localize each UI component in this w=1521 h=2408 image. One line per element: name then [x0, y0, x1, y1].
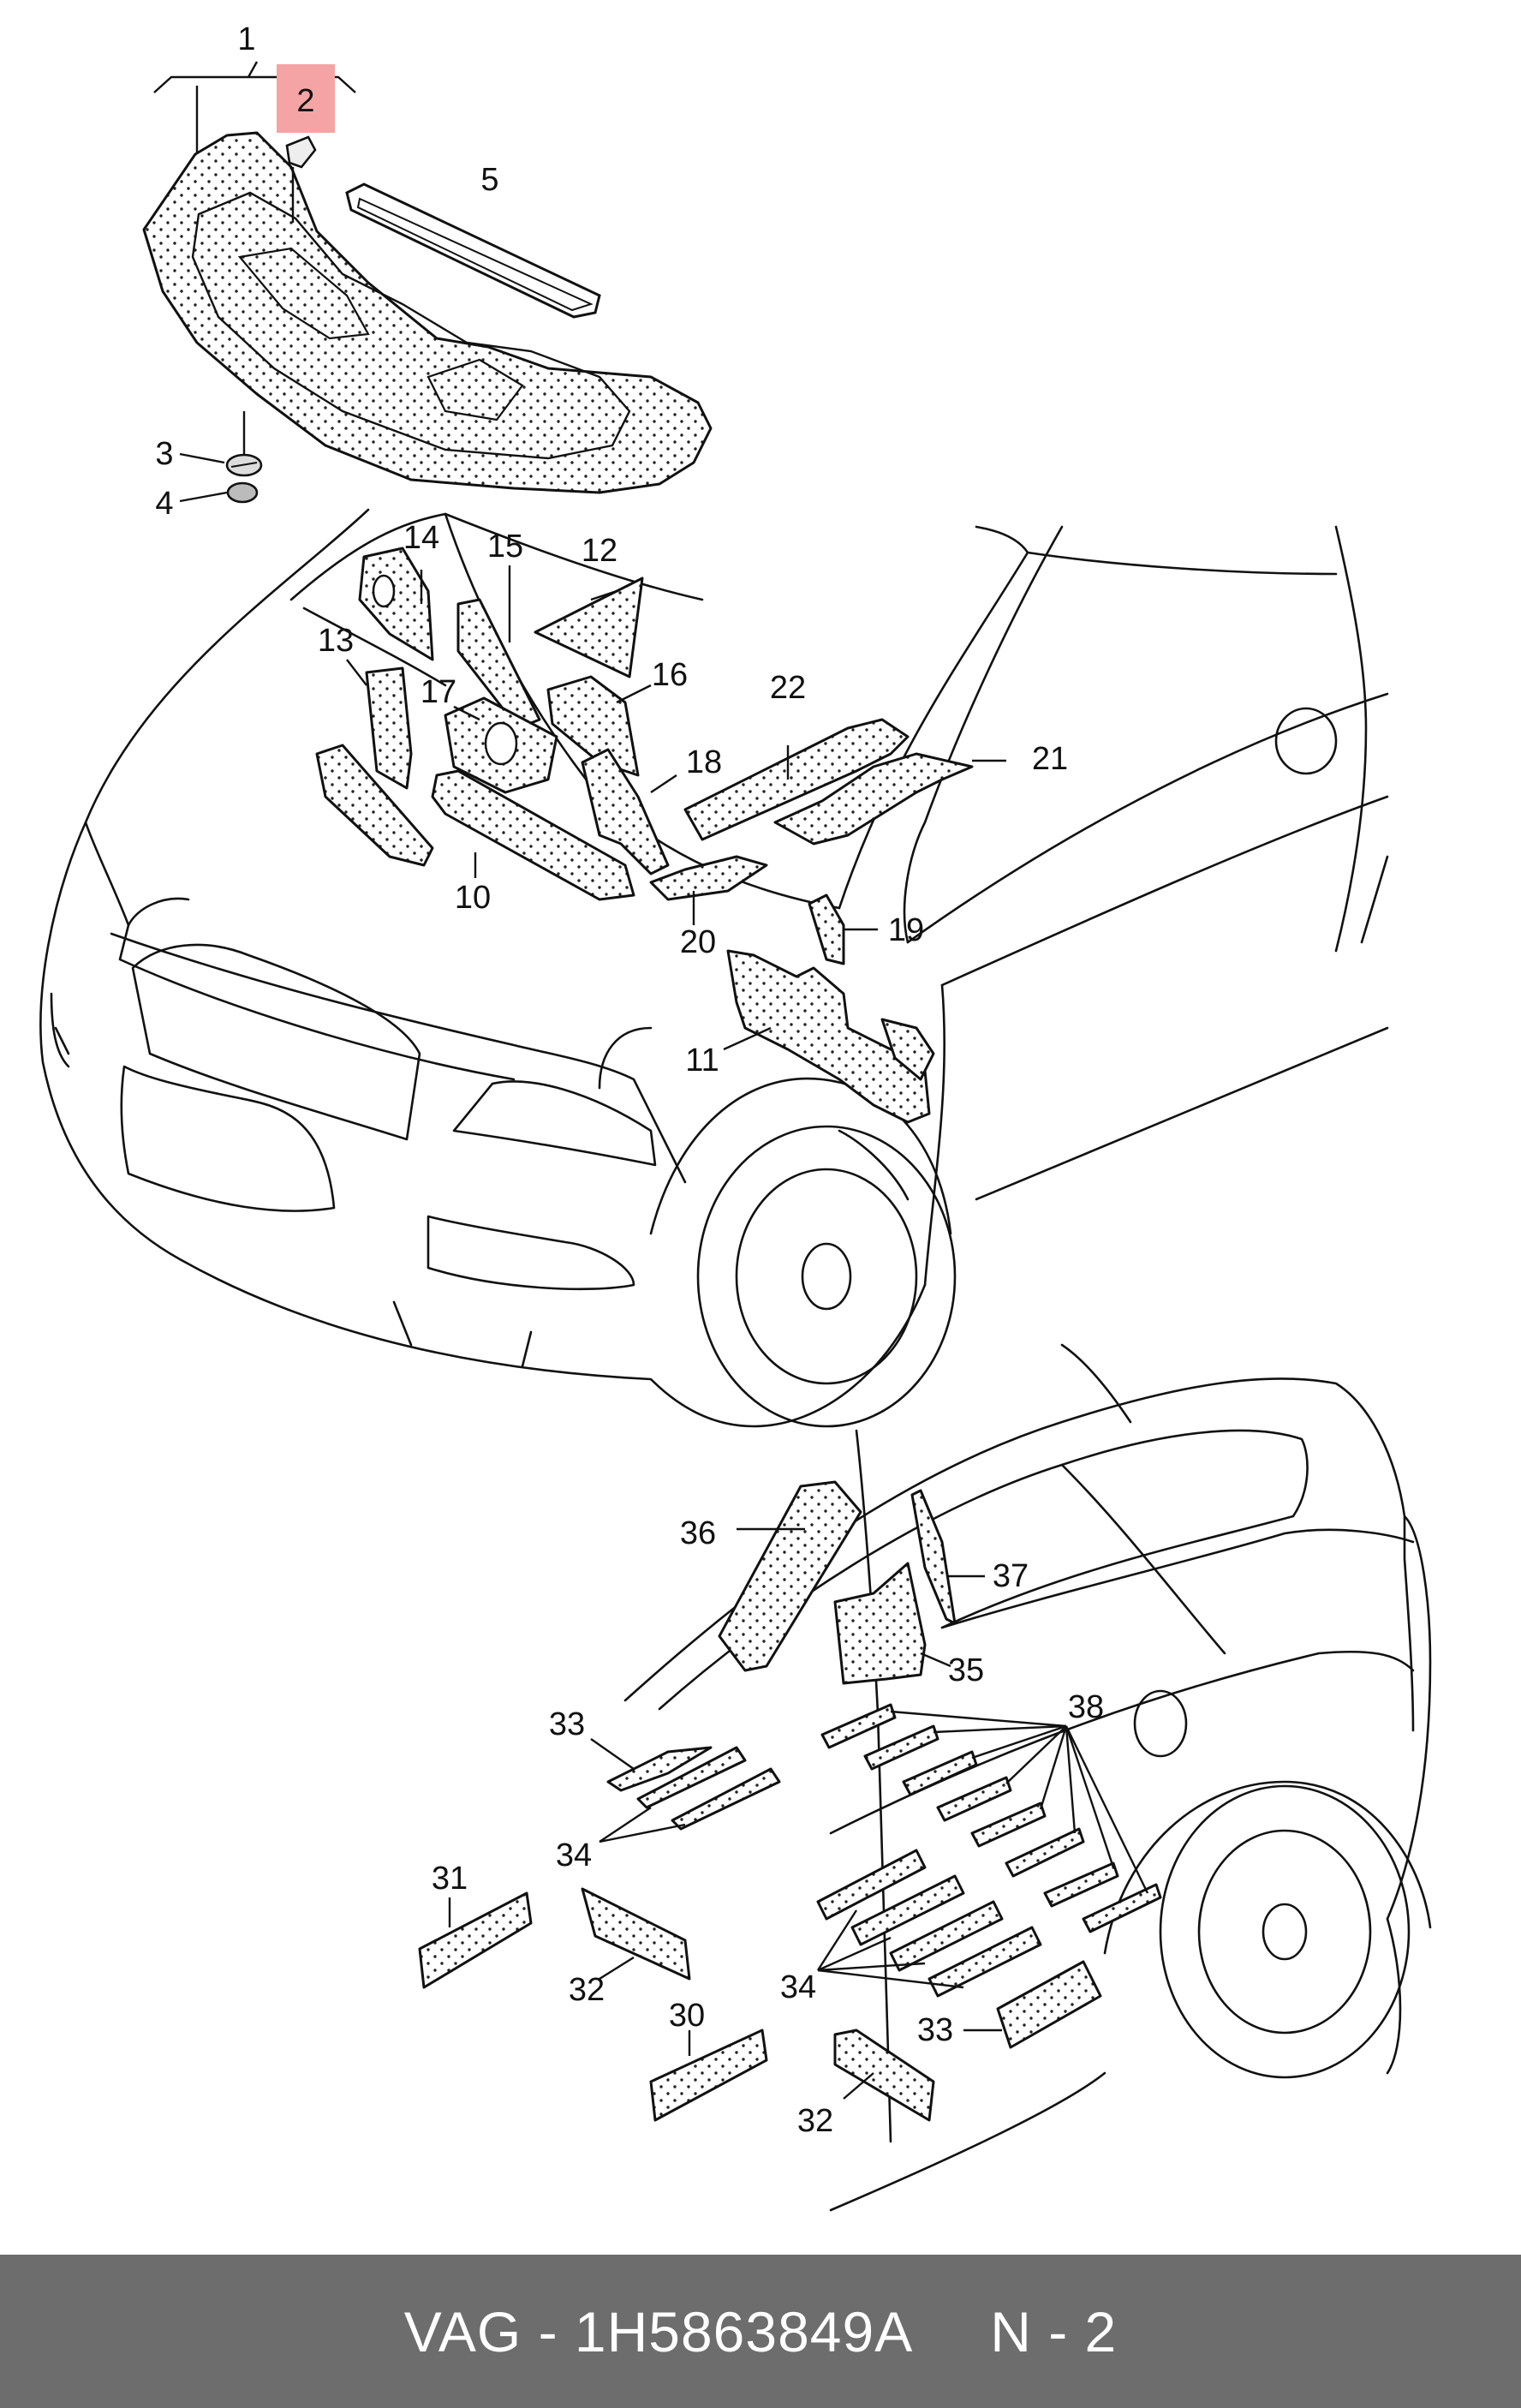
leader-4 — [179, 491, 228, 503]
callout-5: 5 — [480, 162, 498, 198]
footer-part-number: VAG - 1H5863849A — [403, 2299, 914, 2363]
part-number-footer: VAG - 1H5863849A N - 2 — [0, 2255, 1521, 2408]
part-31 — [418, 1891, 533, 1989]
callout-16: 16 — [652, 657, 688, 693]
callout-3: 3 — [155, 436, 173, 472]
leader-1-bracket — [153, 61, 356, 154]
grommet-part-4 — [226, 481, 259, 504]
callout-35: 35 — [948, 1652, 984, 1688]
callout-22: 22 — [770, 670, 806, 706]
front-insulation-parts — [315, 547, 974, 1124]
part-30 — [649, 2029, 768, 2122]
part-21 — [773, 752, 974, 845]
footer-page: N - 2 — [990, 2299, 1118, 2363]
part-38-c — [902, 1750, 978, 1796]
callout-36: 36 — [680, 1515, 716, 1551]
part-18 — [581, 748, 670, 875]
part-38-h — [1082, 1883, 1162, 1933]
rear-insulation-parts — [418, 1480, 1162, 2122]
callout-2: 2 — [296, 83, 314, 119]
part-34-right-b — [850, 1874, 965, 1946]
part-32-left — [581, 1887, 691, 1981]
callout-13: 13 — [318, 623, 354, 659]
part-34-left-a — [636, 1746, 747, 1809]
part-38-b — [863, 1724, 939, 1771]
callout-17: 17 — [421, 674, 456, 710]
front-car-outline — [39, 508, 1389, 1428]
leader-lines — [346, 565, 1149, 2100]
part-10 — [431, 769, 635, 901]
part-33-left — [606, 1746, 713, 1792]
part-20 — [649, 855, 768, 901]
callout-38: 38 — [1068, 1689, 1104, 1725]
callout-31: 31 — [432, 1861, 468, 1897]
part-38-a — [820, 1703, 897, 1749]
part-19 — [808, 893, 845, 965]
callout-32-right: 32 — [797, 2103, 833, 2139]
leader-3 — [179, 452, 225, 464]
part-38-g — [1043, 1861, 1119, 1908]
callout-2-highlight — [277, 64, 335, 133]
callout-33-left: 33 — [549, 1706, 585, 1742]
part-22 — [683, 718, 910, 841]
part-38-d — [936, 1776, 1012, 1822]
callout-34-right: 34 — [780, 1969, 816, 2005]
clip-part-2 — [277, 64, 335, 223]
part-33-right — [996, 1960, 1102, 2049]
callout-12: 12 — [582, 533, 617, 569]
part-12 — [534, 577, 644, 678]
part-35 — [833, 1562, 927, 1685]
part-36 — [718, 1480, 862, 1672]
callout-21: 21 — [1032, 741, 1068, 777]
callout-15: 15 — [487, 529, 523, 565]
callout-30: 30 — [669, 1998, 705, 2034]
part-11b — [880, 1018, 935, 1081]
callout-labels: 1 2 5 3 4 14 15 12 13 16 17 22 21 18 10 … — [155, 21, 1104, 2139]
hood-insulation-recess — [237, 247, 524, 421]
callout-14: 14 — [403, 520, 439, 556]
callout-19: 19 — [888, 912, 924, 948]
callout-1: 1 — [237, 21, 255, 57]
callout-18: 18 — [686, 744, 722, 780]
clip-2-shape — [285, 135, 317, 169]
part-14 — [358, 547, 434, 661]
callout-33-right: 33 — [917, 2012, 953, 2048]
fastener-part-3 — [225, 453, 263, 477]
part-32-right — [833, 2029, 935, 2122]
rear-car-outline — [623, 1343, 1432, 2212]
callout-34-left: 34 — [556, 1837, 592, 1873]
hood-insulation-inner-panel — [191, 191, 631, 460]
part-11 — [726, 949, 931, 1124]
part-16 — [546, 675, 640, 777]
seal-strip-5-inner — [356, 197, 593, 312]
part-13 — [365, 666, 413, 790]
hood-insulation-group — [142, 61, 713, 494]
part-34-right-a — [816, 1849, 927, 1921]
part-38-e — [970, 1802, 1047, 1848]
parts-diagram: 1 2 5 3 4 14 15 12 13 16 17 22 21 18 10 … — [39, 21, 1432, 2212]
part-34-right-d — [928, 1926, 1042, 1998]
callout-32-left: 32 — [569, 1972, 605, 2008]
callout-4: 4 — [155, 486, 173, 522]
callout-11: 11 — [685, 1043, 719, 1079]
part-37 — [910, 1489, 957, 1625]
callout-20: 20 — [680, 924, 716, 960]
callout-37: 37 — [993, 1558, 1029, 1594]
part-13b — [315, 744, 434, 867]
callout-10: 10 — [455, 880, 491, 916]
part-38-f — [1005, 1827, 1085, 1878]
hood-insulation-mat — [142, 131, 713, 494]
